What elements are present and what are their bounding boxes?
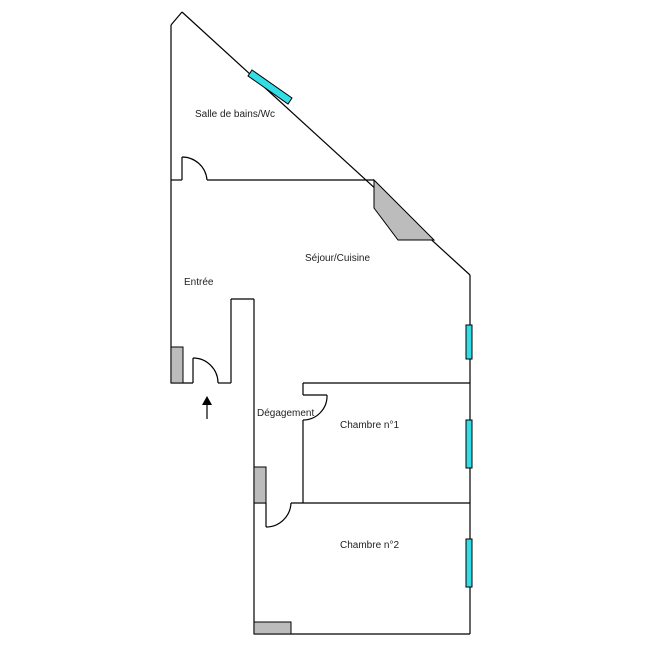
bedroom-2-cupboard xyxy=(253,621,292,635)
bathroom-door xyxy=(181,156,208,181)
room-label-entry: Entrée xyxy=(184,277,214,288)
entrance-door xyxy=(192,357,219,384)
outer-walls xyxy=(170,11,471,635)
entry-cupboard xyxy=(170,346,184,384)
room-label-bathroom: Salle de bains/Wc xyxy=(195,109,275,120)
interior-walls xyxy=(171,179,470,504)
window-bedroom-2 xyxy=(465,538,473,588)
room-label-bedroom-2: Chambre n°2 xyxy=(340,540,399,551)
room-label-living-kitchen: Séjour/Cuisine xyxy=(305,253,370,264)
corridor-cupboard xyxy=(253,466,267,504)
bedroom-1-door xyxy=(302,394,328,421)
room-label-corridor: Dégagement xyxy=(257,408,314,419)
window-bathroom xyxy=(247,69,293,105)
window-bedroom-1 xyxy=(465,419,473,469)
up-arrow-icon xyxy=(202,396,212,419)
room-label-bedroom-1: Chambre n°1 xyxy=(340,420,399,431)
kitchen-counter xyxy=(373,178,436,241)
windows xyxy=(247,69,473,588)
fixtures xyxy=(170,178,436,635)
window-living xyxy=(465,324,473,360)
doors xyxy=(181,156,328,528)
bedroom-2-door xyxy=(265,502,292,528)
